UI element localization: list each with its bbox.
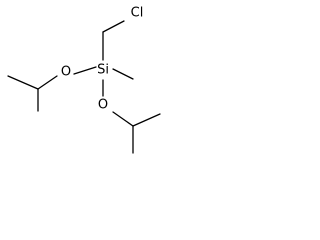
bond-o-lower-ch [112,111,134,127]
atom-si-label: Si [97,63,109,78]
chemical-structure: Cl Si O O [7,6,161,154]
bond-ch-methyl-right-upper [132,113,161,127]
atom-o-lower-label: O [98,98,108,113]
bond-ch2-cl [102,20,125,33]
bond-si-methyl [112,68,134,80]
bond-si-o-upper [73,66,97,75]
atom-o-upper-label: O [61,65,71,80]
bond-o-upper-ch [37,75,58,90]
atom-cl-label: Cl [131,6,144,21]
bond-ch-methyl-left-upper [7,75,39,90]
